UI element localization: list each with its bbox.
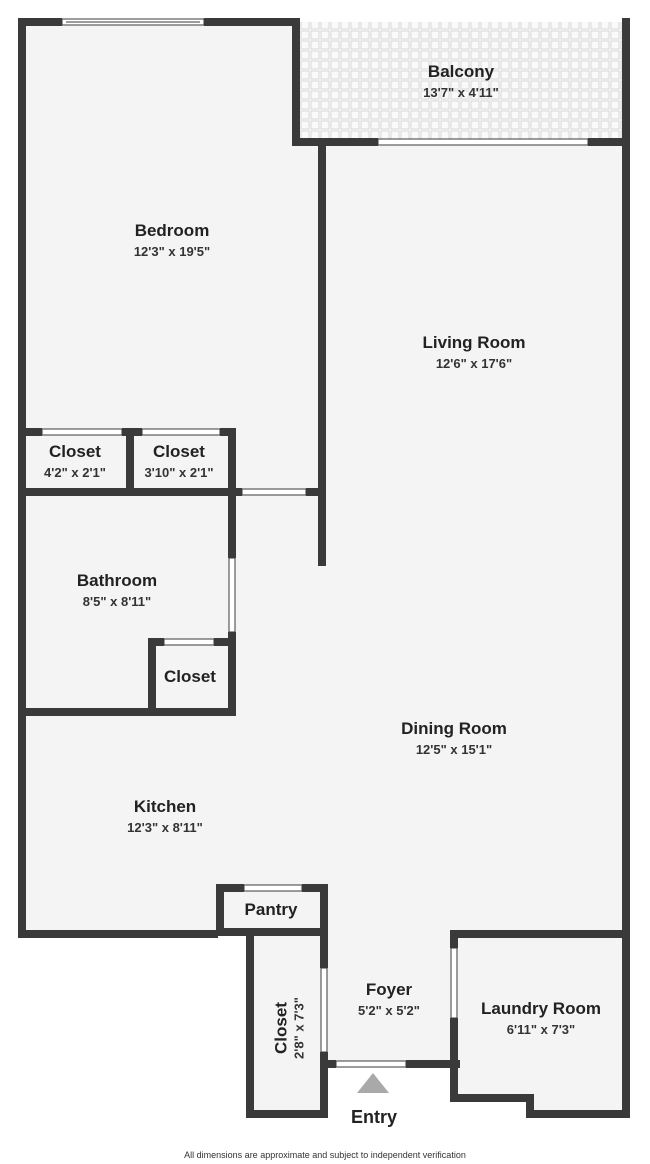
balcony-floor <box>296 22 622 140</box>
closet-corridor-floor <box>250 932 322 1112</box>
wall <box>450 1018 458 1102</box>
wall <box>292 138 378 146</box>
bedroom-name: Bedroom <box>135 221 210 240</box>
wall <box>246 936 254 1118</box>
closet-1-name: Closet <box>49 442 101 461</box>
wall <box>526 1110 630 1118</box>
wall <box>588 138 630 146</box>
closet-1-dims: 4'2" x 2'1" <box>44 465 106 480</box>
balcony-name: Balcony <box>428 62 495 81</box>
laundry-room-dims: 6'11" x 7'3" <box>507 1022 575 1037</box>
foyer-floor <box>322 932 454 1062</box>
wall <box>216 884 224 936</box>
bathroom-dims: 8'5" x 8'11" <box>83 594 151 609</box>
wall <box>126 428 134 494</box>
window <box>335 1060 407 1068</box>
wall <box>318 146 326 566</box>
wall <box>18 930 218 938</box>
wall <box>22 708 236 716</box>
wall <box>228 632 236 716</box>
wall <box>450 930 458 948</box>
closet-3-name: Closet <box>164 667 216 686</box>
walls <box>18 18 630 1118</box>
closet-4-name: Closet <box>271 1002 290 1054</box>
wall <box>306 488 326 496</box>
disclaimer: All dimensions are approximate and subje… <box>184 1150 466 1160</box>
wall <box>406 1060 460 1068</box>
window <box>141 428 221 436</box>
window <box>450 947 458 1019</box>
windows <box>41 18 589 1068</box>
wall <box>292 18 300 146</box>
kitchen-name: Kitchen <box>134 797 196 816</box>
wall <box>622 18 630 938</box>
wall <box>526 1094 534 1118</box>
dining-room-dims: 12'5" x 15'1" <box>416 742 492 757</box>
wall <box>216 884 244 892</box>
pantry-name: Pantry <box>245 900 298 919</box>
window <box>163 638 215 646</box>
wall <box>204 18 300 26</box>
window <box>320 967 328 1053</box>
balcony-dims: 13'7" x 4'11" <box>423 85 499 100</box>
window <box>243 884 303 892</box>
entry-label: Entry <box>351 1107 397 1127</box>
wall <box>148 638 156 716</box>
labels: Balcony 13'7" x 4'11" Bedroom 12'3" x 19… <box>44 62 601 1160</box>
entry-arrow-icon <box>357 1073 389 1093</box>
foyer-dims: 5'2" x 5'2" <box>358 1003 420 1018</box>
wall <box>302 884 328 892</box>
wall <box>320 884 328 968</box>
wall <box>320 1052 328 1118</box>
wall <box>18 18 62 26</box>
window <box>228 557 236 633</box>
wall <box>214 638 236 646</box>
laundry-floor <box>454 932 626 1112</box>
wall <box>622 930 630 1118</box>
dining-room-name: Dining Room <box>401 719 507 738</box>
closet-2-name: Closet <box>153 442 205 461</box>
bathroom-name: Bathroom <box>77 571 157 590</box>
closet-2-dims: 3'10" x 2'1" <box>144 465 213 480</box>
wall <box>216 928 328 936</box>
wall <box>18 18 26 938</box>
window <box>241 488 307 496</box>
window <box>41 428 123 436</box>
closet-4-dims: 2'8" x 7'3" <box>291 997 306 1059</box>
living-room-name: Living Room <box>423 333 526 352</box>
wall <box>22 488 242 496</box>
wall <box>450 1094 534 1102</box>
laundry-room-name: Laundry Room <box>481 999 601 1018</box>
wall <box>320 1060 336 1068</box>
wall <box>450 930 630 938</box>
wall <box>22 428 42 436</box>
wall <box>246 1110 328 1118</box>
foyer-name: Foyer <box>366 980 413 999</box>
window <box>377 138 589 146</box>
bedroom-dims: 12'3" x 19'5" <box>134 244 210 259</box>
kitchen-dims: 12'3" x 8'11" <box>127 820 203 835</box>
living-room-dims: 12'6" x 17'6" <box>436 356 512 371</box>
